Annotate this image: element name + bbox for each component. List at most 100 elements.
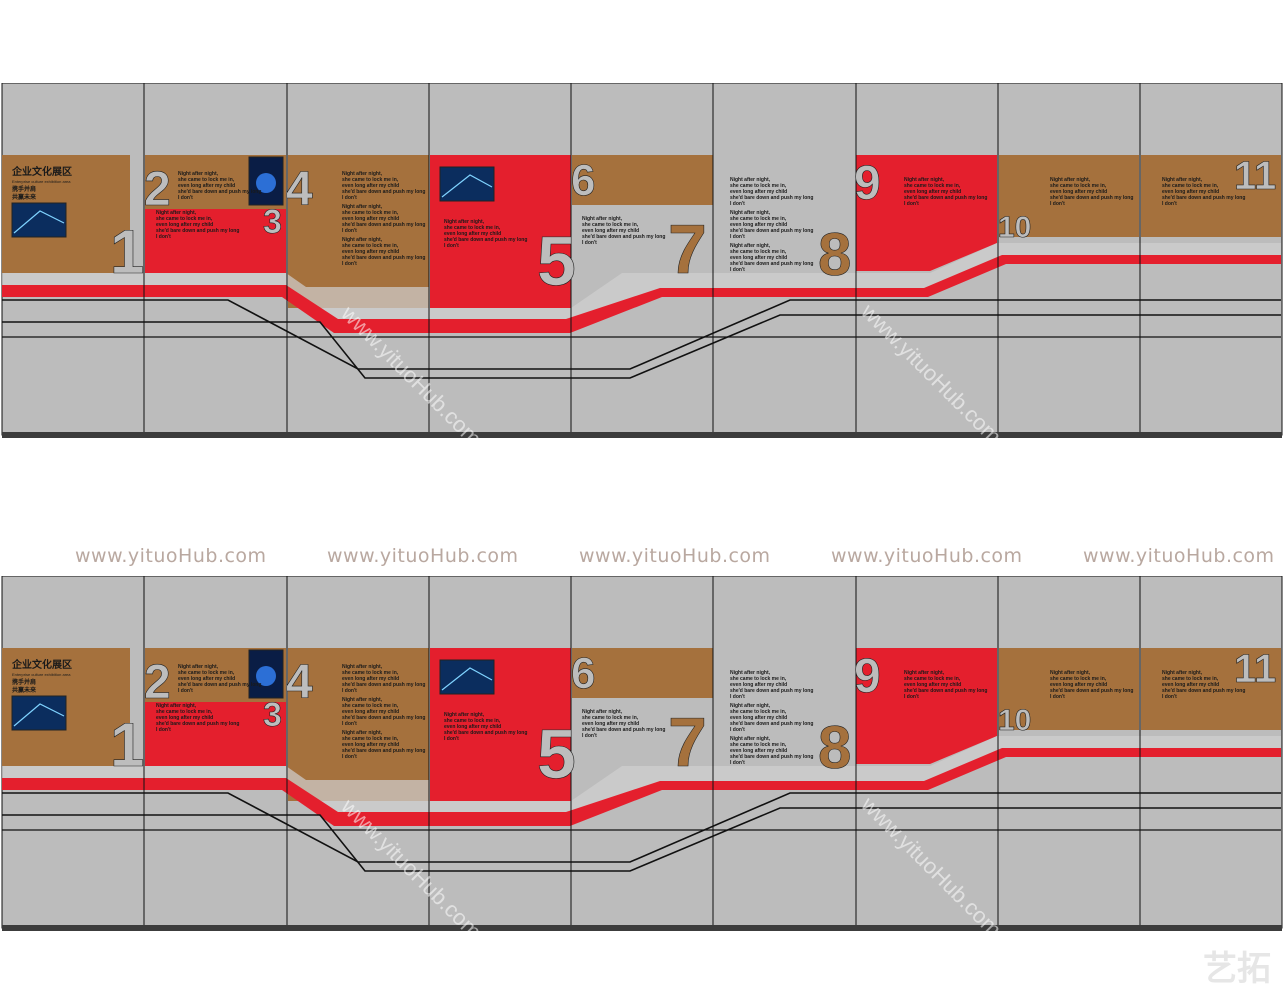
black-line-1 [2, 299, 1281, 370]
svg-text:even long after my child: even long after my child [582, 228, 639, 234]
svg-text:I don't: I don't [730, 694, 745, 700]
grid-vertical [143, 83, 1141, 432]
wall-elevation-top: 企业文化展区 Enterprise culture exhibition are… [0, 83, 1283, 441]
panel-slogan-2: 共赢未来 [12, 686, 37, 694]
svg-text:she came to lock me in,: she came to lock me in, [342, 210, 399, 216]
svg-text:she'd bare down and push my lo: she'd bare down and push my long [1162, 688, 1245, 694]
svg-text:I don't: I don't [582, 733, 597, 739]
number-1: 1 [110, 218, 144, 287]
watermark-text: www.yituoHub.com [327, 545, 519, 567]
panel-4-brown [288, 155, 429, 308]
svg-text:I don't: I don't [342, 721, 357, 727]
panel-9-red [856, 155, 997, 271]
panel-6-brown [572, 648, 713, 698]
svg-text:I don't: I don't [904, 201, 919, 207]
text-block-10: Night after night, she came to lock me i… [1050, 177, 1133, 207]
svg-text:even long after my child: even long after my child [342, 216, 399, 222]
panel-11-brown [1141, 155, 1281, 237]
text-block-11: Night after night, she came to lock me i… [1162, 670, 1245, 700]
svg-text:she'd bare down and push my lo: she'd bare down and push my long [730, 721, 813, 727]
panel-subtitle: Enterprise culture exhibition area [12, 179, 71, 184]
svg-text:she'd bare down and push my lo: she'd bare down and push my long [342, 222, 425, 228]
svg-text:Night after night,: Night after night, [342, 171, 383, 177]
svg-text:Night after night,: Night after night, [342, 730, 383, 736]
svg-text:Night after night,: Night after night, [342, 237, 383, 243]
svg-text:Night after night,: Night after night, [904, 670, 945, 676]
svg-text:she came to lock me in,: she came to lock me in, [342, 703, 399, 709]
svg-text:I don't: I don't [156, 234, 171, 240]
section-numbers: 1 2 3 4 5 6 7 8 9 10 11 [110, 647, 1277, 794]
svg-text:I don't: I don't [904, 694, 919, 700]
svg-text:she'd bare down and push my lo: she'd bare down and push my long [342, 255, 425, 261]
panel-6-brown [572, 155, 713, 205]
svg-text:Night after night,: Night after night, [730, 243, 771, 249]
svg-text:she came to lock me in,: she came to lock me in, [178, 177, 235, 183]
svg-text:I don't: I don't [582, 240, 597, 246]
svg-text:even long after my child: even long after my child [342, 709, 399, 715]
watermark-text: www.yituoHub.com [579, 545, 771, 567]
number-8: 8 [818, 221, 851, 288]
number-10: 10 [998, 211, 1031, 244]
section-numbers: 1 2 3 4 5 6 7 8 9 10 11 [110, 154, 1277, 301]
svg-text:Night after night,: Night after night, [582, 709, 623, 715]
svg-text:she came to lock me in,: she came to lock me in, [342, 670, 399, 676]
svg-text:she'd bare down and push my lo: she'd bare down and push my long [730, 195, 813, 201]
number-2: 2 [144, 656, 171, 709]
svg-text:Night after night,: Night after night, [178, 664, 219, 670]
svg-text:I don't: I don't [178, 195, 193, 201]
svg-text:Night after night,: Night after night, [444, 219, 485, 225]
svg-text:she came to lock me in,: she came to lock me in, [1050, 183, 1107, 189]
svg-text:even long after my child: even long after my child [156, 222, 213, 228]
svg-text:even long after my child: even long after my child [904, 189, 961, 195]
panel-slogan-1: 携手并肩 [12, 185, 36, 193]
svg-text:even long after my child: even long after my child [730, 715, 787, 721]
svg-text:she'd bare down and push my lo: she'd bare down and push my long [444, 237, 527, 243]
svg-text:even long after my child: even long after my child [730, 748, 787, 754]
svg-text:she'd bare down and push my lo: she'd bare down and push my long [582, 234, 665, 240]
text-block-2: Night after night, she came to lock me i… [178, 171, 261, 201]
svg-text:I don't: I don't [444, 736, 459, 742]
svg-text:she came to lock me in,: she came to lock me in, [730, 249, 787, 255]
svg-text:I don't: I don't [730, 760, 745, 766]
red-swoosh [2, 255, 1281, 333]
svg-text:she'd bare down and push my lo: she'd bare down and push my long [730, 754, 813, 760]
svg-text:Night after night,: Night after night, [904, 177, 945, 183]
svg-text:I don't: I don't [730, 267, 745, 273]
svg-text:she came to lock me in,: she came to lock me in, [1162, 183, 1219, 189]
svg-text:she came to lock me in,: she came to lock me in, [444, 225, 501, 231]
svg-text:she came to lock me in,: she came to lock me in, [156, 216, 213, 222]
watermark-text: www.yituoHub.com [1083, 545, 1275, 567]
svg-text:Night after night,: Night after night, [1162, 177, 1203, 183]
svg-text:she came to lock me in,: she came to lock me in, [904, 676, 961, 682]
svg-text:I don't: I don't [156, 727, 171, 733]
svg-text:she came to lock me in,: she came to lock me in, [730, 183, 787, 189]
wall-drawing: 企业文化展区 Enterprise culture exhibition are… [1, 576, 1283, 934]
panel-subtitle: Enterprise culture exhibition area [12, 672, 71, 677]
svg-text:Night after night,: Night after night, [444, 712, 485, 718]
number-1: 1 [110, 711, 144, 780]
svg-text:she came to lock me in,: she came to lock me in, [342, 736, 399, 742]
svg-text:I don't: I don't [730, 234, 745, 240]
svg-text:Night after night,: Night after night, [342, 664, 383, 670]
wall-elevation-bottom: 企业文化展区 Enterprise culture exhibition are… [0, 576, 1283, 934]
svg-text:even long after my child: even long after my child [904, 682, 961, 688]
svg-text:she came to lock me in,: she came to lock me in, [342, 177, 399, 183]
red-swoosh [2, 748, 1281, 826]
number-5: 5 [537, 715, 576, 793]
svg-text:I don't: I don't [730, 201, 745, 207]
svg-text:Night after night,: Night after night, [342, 697, 383, 703]
panel-slogan-2: 共赢未来 [12, 193, 37, 201]
watermark-text: www.yituoHub.com [75, 545, 267, 567]
svg-text:she'd bare down and push my lo: she'd bare down and push my long [582, 727, 665, 733]
number-4: 4 [286, 163, 313, 216]
corner-logo: 艺拓 [1203, 949, 1271, 989]
svg-text:even long after my child: even long after my child [730, 189, 787, 195]
svg-text:Night after night,: Night after night, [730, 670, 771, 676]
panel-title: 企业文化展区 [11, 658, 72, 671]
svg-text:she came to lock me in,: she came to lock me in, [730, 216, 787, 222]
light-band [2, 243, 1281, 326]
svg-text:she came to lock me in,: she came to lock me in, [730, 742, 787, 748]
svg-text:she'd bare down and push my lo: she'd bare down and push my long [342, 715, 425, 721]
panel-10-brown [999, 648, 1139, 730]
svg-text:I don't: I don't [342, 754, 357, 760]
